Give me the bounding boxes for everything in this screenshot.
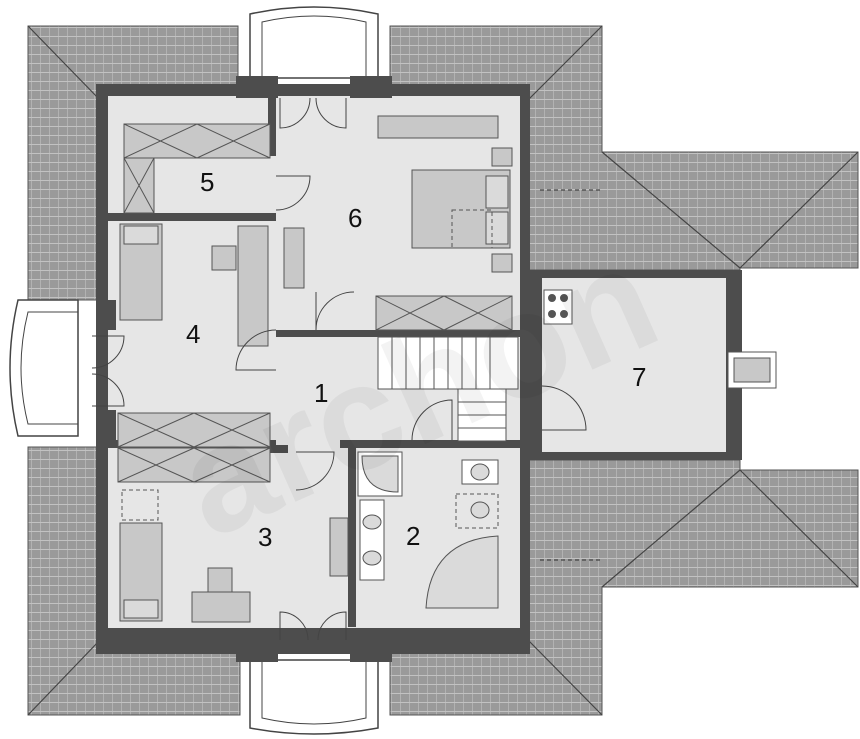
balcony-top xyxy=(249,6,379,79)
room-6-label: 6 xyxy=(348,203,362,233)
balcony-left xyxy=(9,299,79,437)
doors xyxy=(91,97,587,641)
floor xyxy=(96,84,742,654)
balconies xyxy=(9,6,379,735)
room-5-label: 5 xyxy=(200,167,214,197)
staircase xyxy=(377,336,519,442)
room-7-label: 7 xyxy=(632,362,646,392)
balcony-bottom xyxy=(249,659,379,735)
room-1-label: 1 xyxy=(314,378,328,408)
room-2-label: 2 xyxy=(406,521,420,551)
room-4-label: 4 xyxy=(186,319,200,349)
furniture xyxy=(117,115,777,623)
room-labels: 1 2 3 4 5 6 7 xyxy=(186,167,646,552)
room-3-label: 3 xyxy=(258,522,272,552)
